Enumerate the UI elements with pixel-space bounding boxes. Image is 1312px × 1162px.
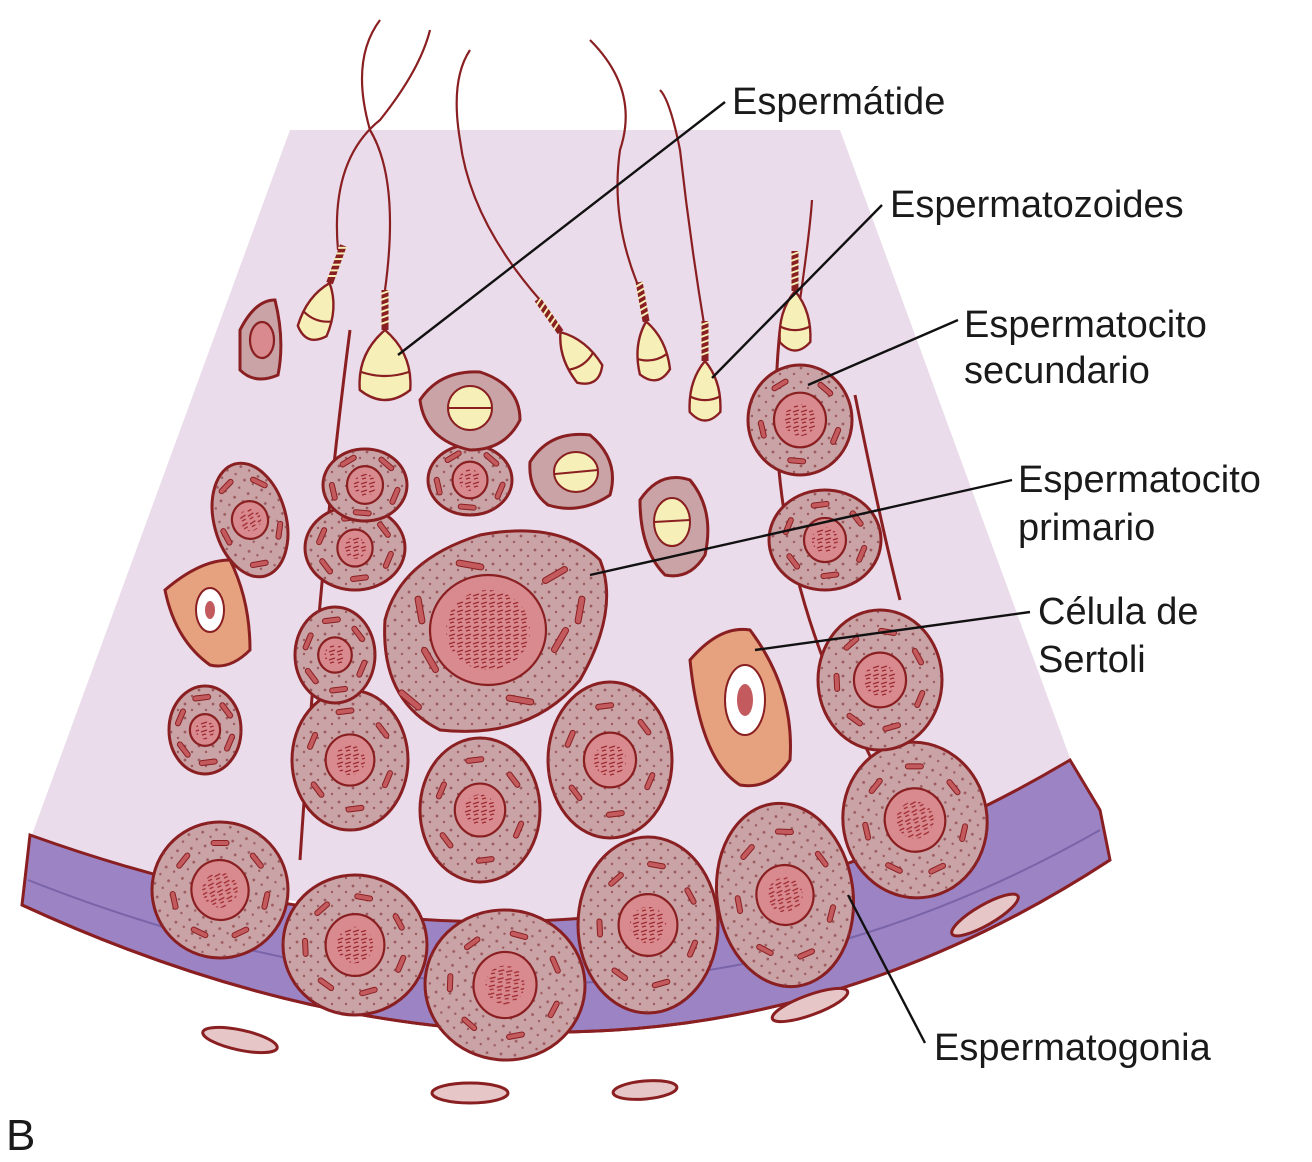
primary-spermatocyte-2 (420, 738, 540, 882)
label-espermatide: Espermátide (732, 81, 945, 123)
secondary-spermatocyte-4 (748, 365, 852, 475)
primary-spermatocyte-1 (292, 690, 408, 830)
primary-spermatocyte-3 (548, 682, 672, 838)
secondary-spermatocyte-2 (323, 449, 407, 521)
label-celula-de-sertoli-2: Sertoli (1038, 639, 1146, 681)
label-espermatocito-primario-1: Espermatocito (1018, 459, 1261, 501)
primary-spermatocyte-4 (295, 607, 375, 703)
primary-spermatocyte-5 (169, 686, 241, 774)
spermatogonium-2 (283, 875, 427, 1015)
primary-spermatocyte-6 (769, 490, 881, 590)
spermatogonium-7 (818, 610, 942, 750)
label-espermatocito-secundario-1: Espermatocito (964, 304, 1207, 346)
panel-label: B (6, 1111, 35, 1160)
label-espermatocito-primario-2: primario (1018, 507, 1155, 549)
spermatogonium-4 (578, 837, 718, 1013)
label-espermatogonia: Espermatogonia (934, 1027, 1212, 1069)
label-celula-de-sertoli-1: Célula de (1038, 591, 1199, 633)
secondary-spermatocyte-3 (428, 445, 512, 515)
label-espermatocito-secundario-2: secundario (964, 350, 1150, 392)
label-espermatozoides: Espermatozoides (890, 184, 1184, 226)
